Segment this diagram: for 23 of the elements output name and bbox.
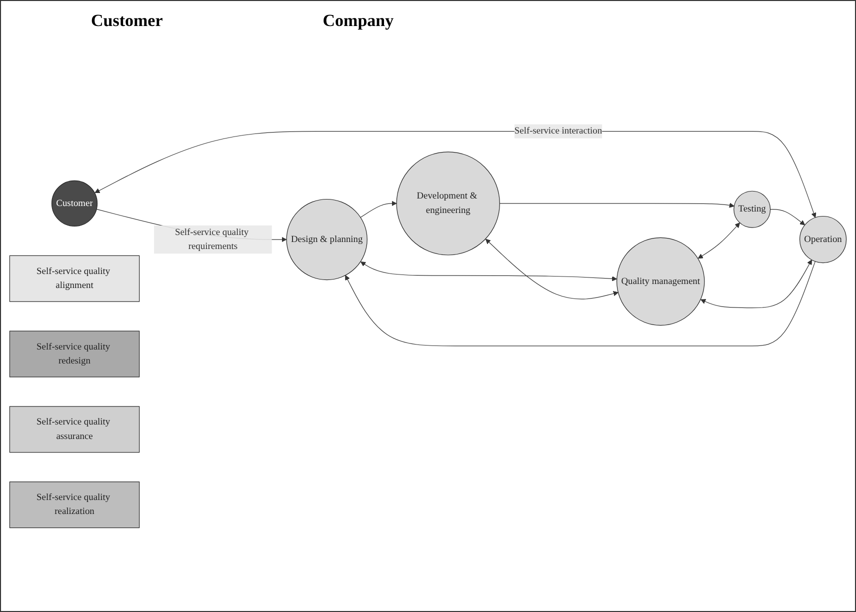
node-circle: Customer [51, 180, 98, 226]
arrow [698, 222, 740, 259]
node-circle: Quality management [616, 237, 705, 326]
arrow [94, 131, 816, 218]
column-heading: Customer [91, 11, 163, 31]
arrow [360, 262, 618, 282]
node-circle: Testing [734, 190, 771, 228]
node-circle: Operation [799, 216, 847, 264]
arrow [360, 200, 397, 218]
arrow [499, 202, 734, 208]
node-box: Self-service quality assurance [9, 406, 140, 453]
arrow [770, 209, 806, 226]
node-circle: Development & engineering [396, 152, 500, 256]
arrow [345, 261, 816, 346]
arrow [700, 260, 812, 308]
node-box: Self-service quality alignment [9, 255, 140, 302]
node-box: Self-service quality redesign [9, 330, 140, 378]
edge-label: Self-service quality requirements [174, 227, 249, 252]
node-box: Self-service quality realization [9, 482, 140, 528]
column-heading: Company [322, 11, 394, 31]
edge-label: Self-service interaction [514, 126, 602, 136]
node-circle: Design & planning [286, 198, 368, 280]
arrow [485, 238, 618, 300]
